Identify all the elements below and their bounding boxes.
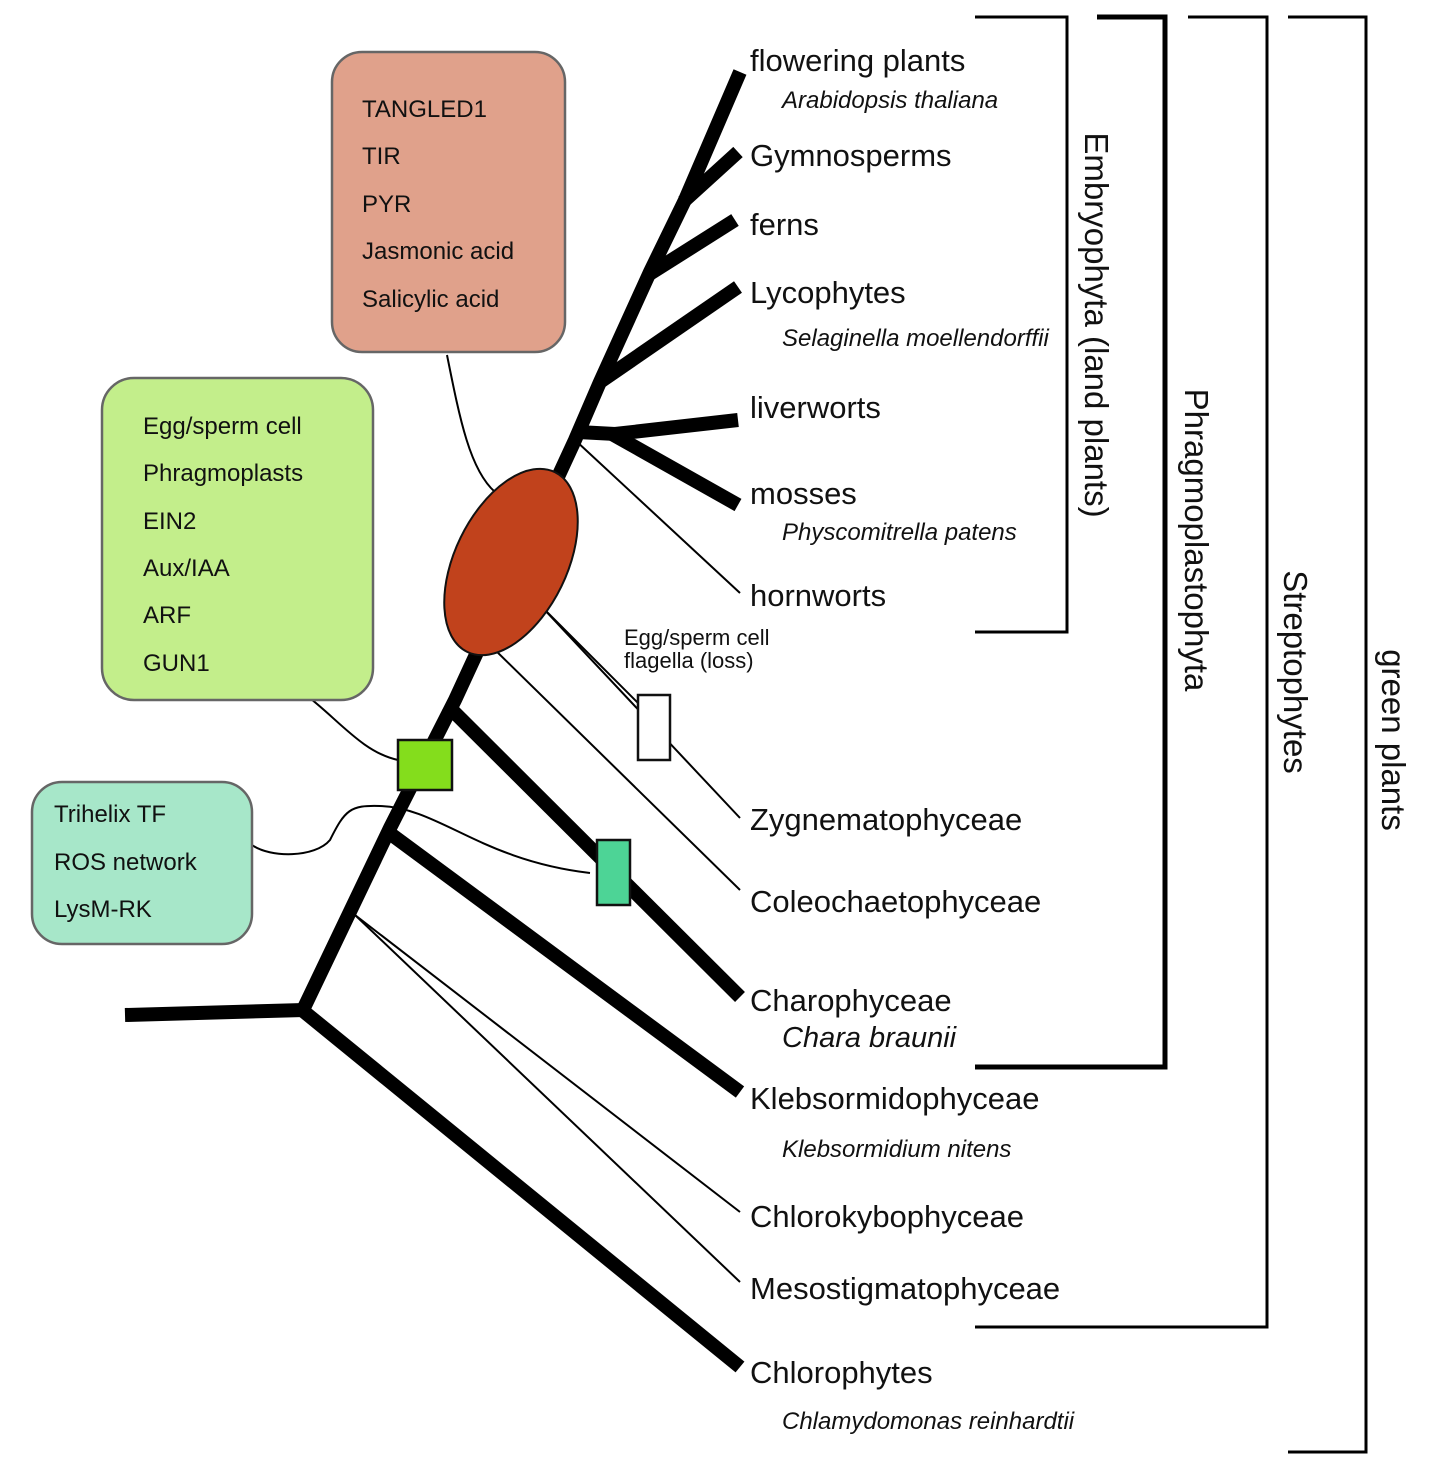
connector-land-plant-box	[446, 354, 496, 493]
box-item: TIR	[362, 143, 401, 170]
species-label: Chlamydomonas reinhardtii	[782, 1408, 1075, 1435]
species-label: Klebsormidium nitens	[782, 1136, 1011, 1163]
taxon-label: Mesostigmatophyceae	[750, 1271, 1060, 1306]
clade-label-streptophytes: Streptophytes	[1277, 570, 1314, 774]
connector-streptophyte-box	[251, 804, 591, 874]
branch-ferns	[644, 214, 739, 281]
clade-label-phragmoplastophyta: Phragmoplastophyta	[1178, 389, 1215, 692]
branch-liverworts	[577, 413, 739, 442]
branch-chlorokybophyceae	[354, 914, 741, 1213]
taxon-label: Lycophytes	[750, 275, 906, 310]
box-item: EIN2	[143, 508, 196, 535]
main-trunk	[295, 69, 747, 1016]
taxon-labels: flowering plants Arabidopsis thaliana Gy…	[750, 43, 1075, 1435]
flagella-note-line1: Egg/sperm cell	[624, 625, 770, 650]
bracket-phragmoplastophyta	[975, 14, 1168, 1070]
taxon-label: ferns	[750, 207, 819, 242]
branch-chlorophytes	[297, 1004, 745, 1373]
box-item: Aux/IAA	[143, 555, 230, 582]
box-item: ROS network	[54, 849, 198, 876]
streptophyte-gene-box: Trihelix TF ROS network LysM-RK	[30, 780, 254, 946]
taxon-label: mosses	[750, 476, 857, 511]
branch-hornworts	[574, 439, 741, 594]
taxon-label: hornworts	[750, 578, 886, 613]
land-plant-gene-box: TANGLED1 TIR PYR Jasmonic acid Salicylic…	[330, 50, 567, 354]
taxon-label: liverworts	[750, 390, 881, 425]
box-item: GUN1	[143, 650, 210, 677]
root-branch	[124, 1003, 305, 1022]
phragmoplast-gene-box: Egg/sperm cell Phragmoplasts EIN2 Aux/IA…	[100, 376, 375, 702]
bracket-embryophyta	[975, 15, 1069, 634]
box-item: PYR	[362, 191, 411, 218]
box-item: ARF	[143, 602, 191, 629]
taxon-label: Klebsormidophyceae	[750, 1081, 1040, 1116]
taxon-label: Zygnematophyceae	[750, 802, 1022, 837]
box-item: LysM-RK	[54, 896, 152, 923]
clade-label-embryophyta: Embryophyta (land plants)	[1078, 132, 1115, 517]
branch-mosses	[608, 427, 742, 512]
land-plant-ellipse-marker	[443, 467, 579, 657]
taxon-label: Chlorophytes	[750, 1355, 933, 1390]
taxon-label: Gymnosperms	[750, 138, 952, 173]
box-item: Egg/sperm cell	[143, 413, 302, 440]
species-label: Selaginella moellendorffii	[782, 325, 1049, 352]
box-item: Phragmoplasts	[143, 460, 303, 487]
clade-label-green-plants: green plants	[1375, 649, 1412, 831]
branch-gymnosperms	[678, 146, 743, 208]
taxon-label: Chlorokybophyceae	[750, 1199, 1024, 1234]
branch-charophyceae	[442, 700, 745, 1002]
bracket-streptophytes	[975, 15, 1269, 1329]
box-item: Jasmonic acid	[362, 238, 514, 265]
box-item: Trihelix TF	[54, 801, 166, 828]
branch-lycophytes	[596, 281, 742, 388]
branch-coleochaetophyceae	[489, 644, 741, 891]
phragmoplast-square-marker	[396, 738, 454, 792]
flagella-note-line2: flagella (loss)	[624, 648, 754, 673]
branch-klebsormidophyceae	[383, 826, 745, 1098]
flagella-loss-marker	[636, 693, 672, 762]
taxon-label: Charophyceae	[750, 983, 952, 1018]
species-label: Chara braunii	[782, 1022, 958, 1054]
box-item: TANGLED1	[362, 96, 487, 123]
branch-mesostigmatophyceae	[354, 914, 741, 1283]
connector-flagella-loss	[539, 604, 641, 706]
tree	[124, 69, 747, 1373]
bracket-green-plants	[1288, 15, 1368, 1454]
species-label: Arabidopsis thaliana	[780, 87, 998, 114]
box-item: Salicylic acid	[362, 286, 499, 313]
taxon-label: flowering plants	[750, 43, 965, 78]
species-label: Physcomitrella patens	[782, 519, 1017, 546]
taxon-label: Coleochaetophyceae	[750, 884, 1041, 919]
streptophyte-rect-marker	[595, 838, 632, 907]
